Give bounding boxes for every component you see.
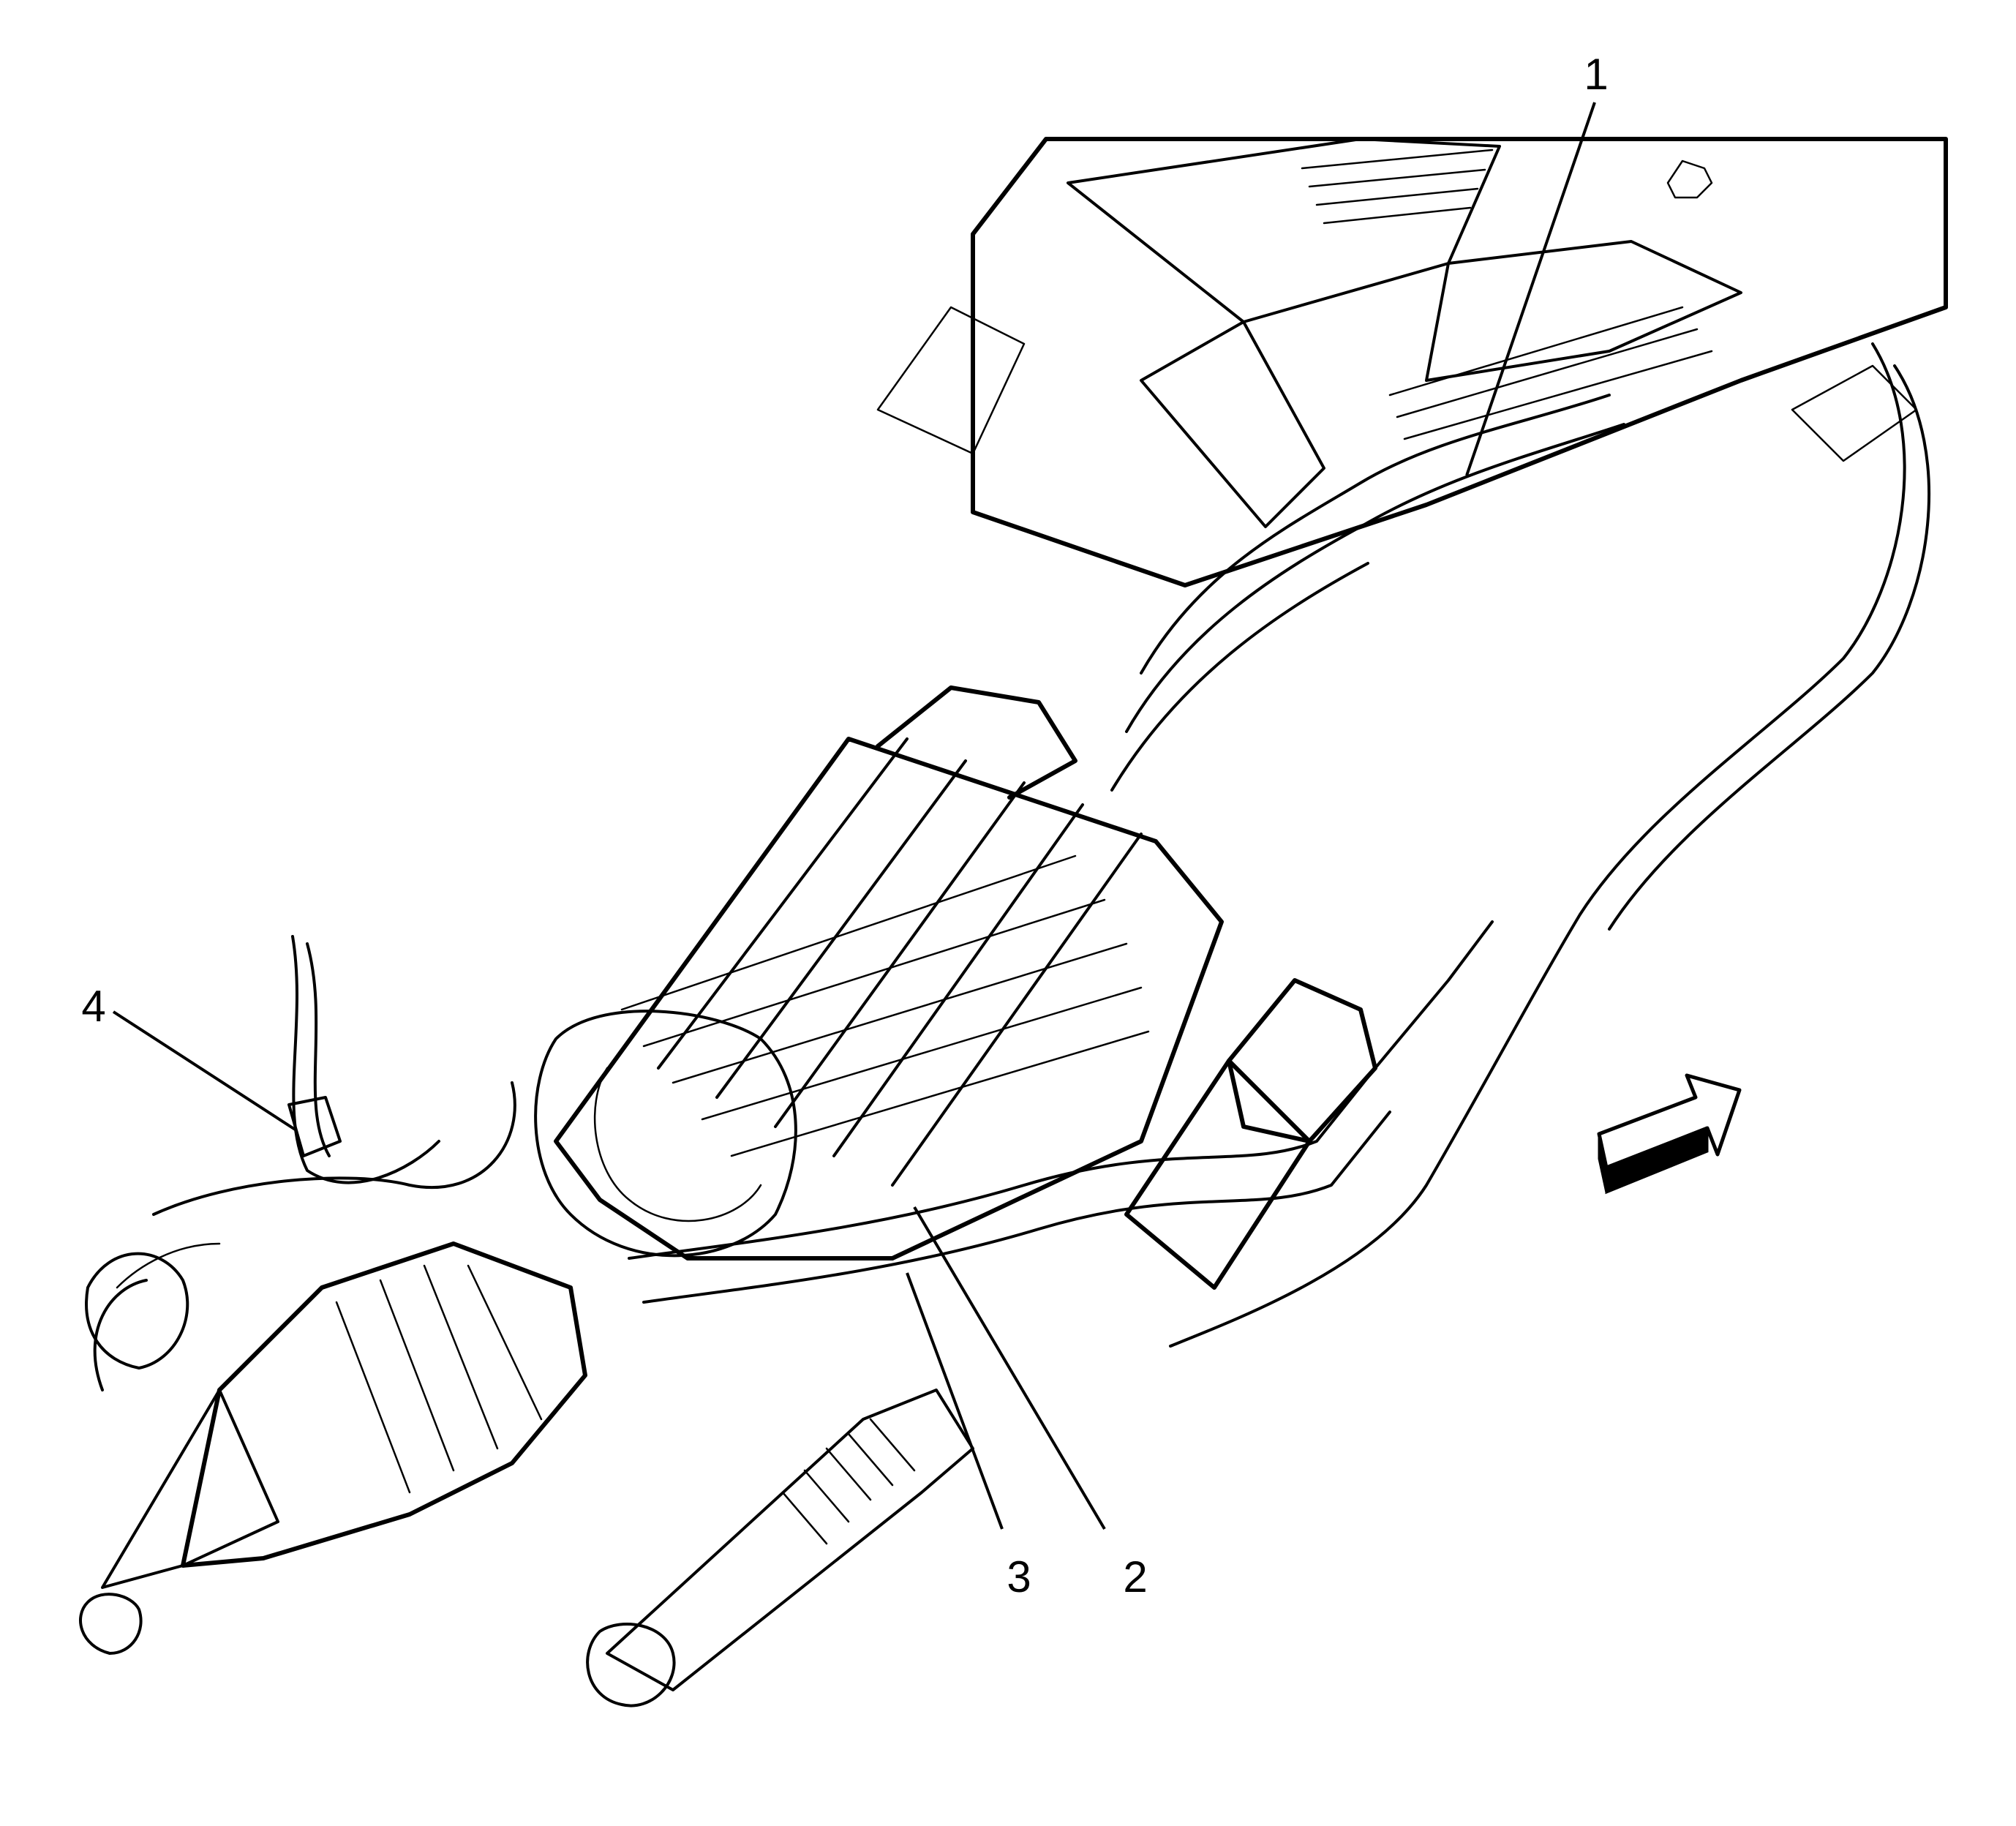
callout-3: 3 [906, 1272, 1031, 1601]
callout-2-label: 2 [1123, 1552, 1147, 1601]
front-direction-arrow-icon [1597, 1073, 1742, 1195]
transfer-case [79, 1241, 587, 1655]
callout-2: 2 [913, 1206, 1148, 1601]
connector-4 [287, 1096, 342, 1157]
callout-1-label: 1 [1584, 50, 1608, 99]
wiring-harness [93, 342, 1931, 1391]
callout-1: 1 [1465, 50, 1609, 476]
callout-4: 4 [81, 982, 342, 1157]
callout-4-label: 4 [81, 982, 105, 1031]
exhaust-system [586, 920, 1494, 1707]
callout-4-leader [112, 1010, 298, 1132]
callout-3-leader [906, 1272, 1004, 1530]
callout-1-leader [1465, 102, 1596, 476]
callout-3-label: 3 [1007, 1552, 1031, 1601]
engine-assembly [876, 137, 1948, 587]
callout-2-leader [913, 1206, 1106, 1530]
transmission-assembly [534, 685, 1224, 1260]
